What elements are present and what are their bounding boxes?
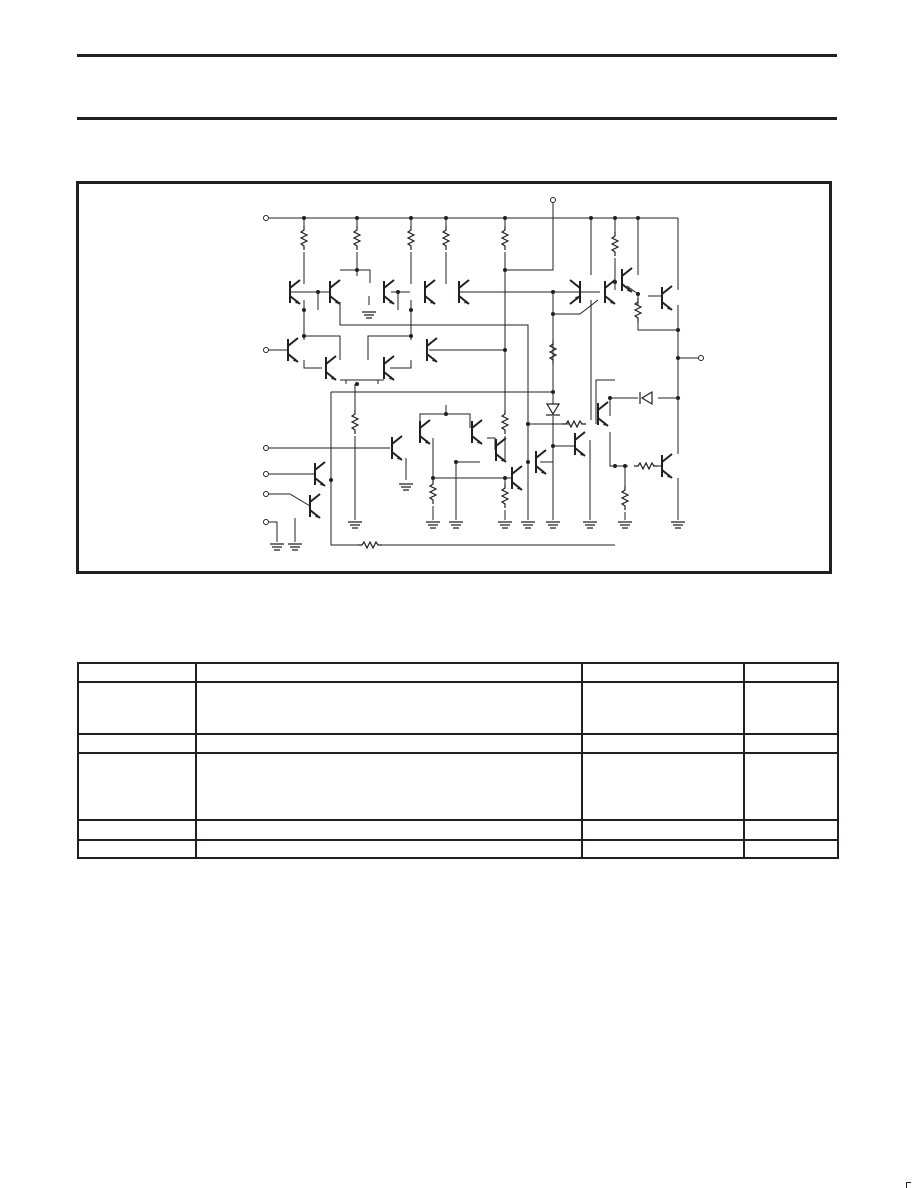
table-cell <box>743 752 839 821</box>
header-top-rule <box>77 54 837 57</box>
table-cell <box>580 839 746 859</box>
table-header-cell <box>77 662 197 683</box>
page-corner-mark <box>906 1182 911 1188</box>
table-cell <box>194 752 583 821</box>
table-header-cell <box>194 662 583 683</box>
table-cell <box>580 733 746 754</box>
table-cell <box>743 733 839 754</box>
table-row <box>77 752 839 821</box>
table-row <box>77 733 839 754</box>
equivalent-schematic-frame <box>76 181 832 574</box>
header-bottom-rule <box>77 117 837 120</box>
table-row <box>77 681 839 735</box>
table-cell <box>194 733 583 754</box>
table-cell <box>194 839 583 859</box>
spec-table <box>77 662 839 859</box>
table-header-cell <box>580 662 746 683</box>
table-cell <box>580 752 746 821</box>
table-cell <box>77 733 197 754</box>
table-row <box>77 819 839 841</box>
table-cell <box>743 819 839 841</box>
table-cell <box>77 839 197 859</box>
table-cell <box>77 819 197 841</box>
table-cell <box>77 752 197 821</box>
table-cell <box>580 681 746 735</box>
table-cell <box>77 681 197 735</box>
table-cell <box>194 681 583 735</box>
table-header-row <box>77 662 839 683</box>
table-cell <box>743 681 839 735</box>
table-cell <box>194 819 583 841</box>
table-cell <box>743 839 839 859</box>
table-cell <box>580 819 746 841</box>
table-header-cell <box>743 662 839 683</box>
table-row <box>77 839 839 859</box>
